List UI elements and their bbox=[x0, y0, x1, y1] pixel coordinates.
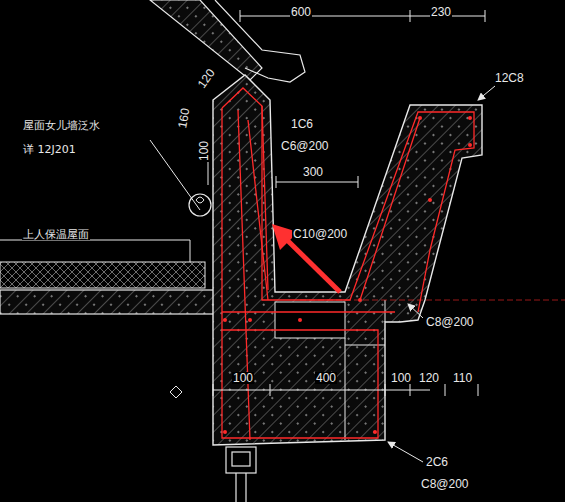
rebar-dots bbox=[223, 116, 472, 434]
dim-text: 100 bbox=[198, 140, 210, 162]
rebar bbox=[222, 88, 474, 440]
dim-text: 120 bbox=[195, 66, 217, 91]
dim-text: 100 bbox=[232, 372, 254, 384]
dim-text: 230 bbox=[430, 6, 452, 18]
dim-text: 160 bbox=[176, 106, 192, 130]
insulation-layer bbox=[0, 262, 205, 288]
dim-text: 120 bbox=[418, 372, 440, 384]
roof-slab bbox=[0, 290, 215, 314]
dim-text: 600 bbox=[290, 6, 312, 18]
rebar-callout: C8@200 bbox=[420, 478, 470, 490]
rebar-callout: C6@200 bbox=[280, 140, 330, 152]
dim-text: 100 bbox=[390, 372, 412, 384]
slab-void bbox=[275, 302, 345, 338]
rebar-callout: 12C8 bbox=[494, 72, 525, 84]
parapet-gutter-beam bbox=[213, 75, 482, 445]
dim-text: 300 bbox=[302, 166, 324, 178]
detail-circle bbox=[189, 194, 211, 216]
dim-text: 110 bbox=[452, 372, 473, 384]
dim-text: 400 bbox=[315, 372, 337, 384]
rebar-callout: 2C6 bbox=[425, 456, 449, 468]
note-text: 屋面女儿墙泛水 bbox=[22, 120, 101, 131]
rebar-callout: 1C6 bbox=[290, 118, 314, 130]
dimension-lines bbox=[208, 10, 485, 396]
rebar-callout: C8@200 bbox=[425, 316, 475, 328]
note-text: 详 12J201 bbox=[22, 144, 77, 155]
window-frame bbox=[226, 447, 256, 502]
note-text: 上人保温屋面 bbox=[22, 229, 90, 240]
rebar-callout: C10@200 bbox=[292, 228, 348, 240]
